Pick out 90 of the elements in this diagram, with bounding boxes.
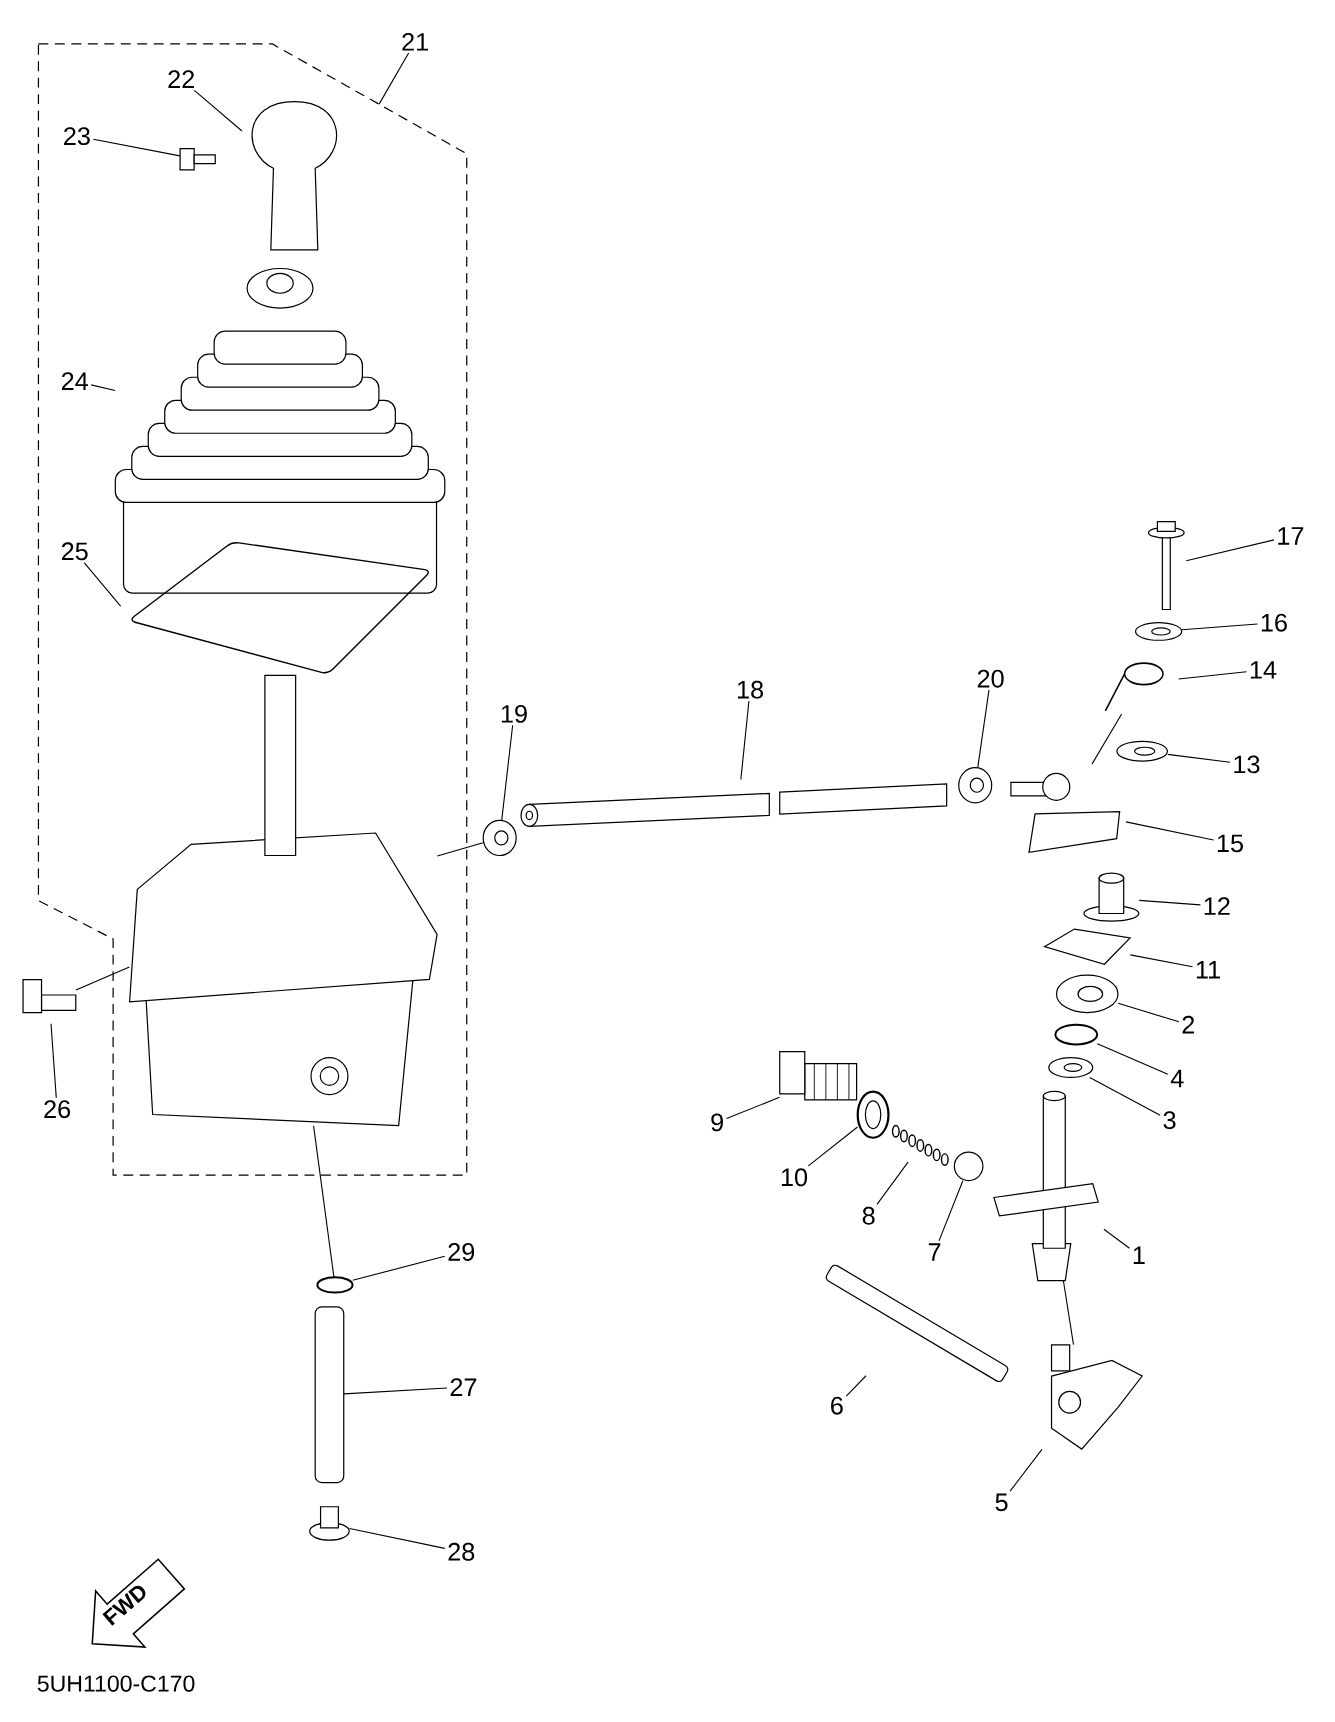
collar-drawing <box>482 819 517 857</box>
lever-drawing <box>1010 772 1121 853</box>
leader-line <box>1096 1043 1169 1075</box>
pin-drawing <box>314 1306 345 1484</box>
washer-drawing <box>1048 1057 1094 1078</box>
leader-line <box>90 384 116 391</box>
leader-line <box>1181 623 1258 631</box>
rubber-boot-drawing <box>114 267 446 594</box>
callout-number: 8 <box>862 1206 875 1225</box>
shift-fork-drawing <box>1050 1344 1143 1450</box>
leader-line <box>876 1161 909 1205</box>
clip-drawing <box>316 1276 354 1294</box>
callout-number: 1 <box>1133 1246 1145 1264</box>
callout-number: 10 <box>781 1168 807 1187</box>
leader-line <box>343 1387 448 1395</box>
callout-number: 17 <box>1278 527 1303 545</box>
spring-drawing <box>1104 662 1164 712</box>
callout-number: 12 <box>1204 897 1230 915</box>
leader-line <box>1185 539 1275 562</box>
leader-line <box>83 562 121 607</box>
leader-line <box>1129 954 1193 968</box>
leader-line <box>977 689 990 768</box>
callout-number: 20 <box>977 669 1004 688</box>
assembly-line <box>436 842 484 857</box>
assembly-line <box>1091 713 1122 765</box>
bolt-drawing <box>22 979 77 1014</box>
leader-line <box>500 724 513 821</box>
rod-drawing <box>825 1264 1009 1383</box>
callout-number: 22 <box>168 70 194 88</box>
washer-drawing <box>1134 622 1183 641</box>
callout-number: 13 <box>1234 755 1260 774</box>
leader-line <box>1125 821 1214 841</box>
callout-number: 29 <box>448 1243 474 1261</box>
callout-number: 19 <box>501 704 527 723</box>
leader-line <box>1166 753 1231 763</box>
callout-number: 25 <box>61 542 88 561</box>
callout-number: 18 <box>737 680 763 699</box>
plug-drawing <box>778 1050 857 1101</box>
shifter-housing-drawing <box>128 674 438 1127</box>
callout-number: 4 <box>1170 1069 1184 1088</box>
washer-drawing <box>1055 974 1119 1014</box>
circlip-drawing <box>1054 1023 1098 1046</box>
washer-drawing <box>1116 740 1168 762</box>
callout-number: 9 <box>711 1113 723 1132</box>
leader-line <box>1117 1002 1180 1023</box>
leader-line <box>740 700 750 781</box>
diagram-code: 5UH1100-C170 <box>37 1675 195 1692</box>
callout-number: 3 <box>1163 1111 1176 1130</box>
leader-line <box>352 1255 446 1281</box>
leader-line <box>1009 1448 1043 1492</box>
gasket-drawing <box>856 1090 890 1139</box>
callout-number: 7 <box>928 1243 941 1261</box>
leader-line <box>348 1527 446 1549</box>
leader-line <box>1103 1228 1130 1249</box>
callout-number: 27 <box>450 1378 476 1396</box>
callout-number: 16 <box>1261 613 1287 632</box>
bushing-drawing <box>1083 872 1140 922</box>
leader-line <box>1177 671 1247 680</box>
leader-line <box>938 1180 964 1242</box>
gasket-drawing <box>131 542 429 674</box>
assembly-line <box>75 966 130 991</box>
callout-number: 15 <box>1217 834 1243 853</box>
callout-number: 24 <box>61 372 88 390</box>
callout-number: 6 <box>830 1396 843 1415</box>
leader-line <box>92 138 181 157</box>
bolt-drawing <box>1147 521 1185 611</box>
leader-line <box>807 1126 858 1167</box>
leader-line <box>50 1023 57 1099</box>
screw-drawing <box>179 148 216 171</box>
callout-number: 26 <box>44 1100 70 1119</box>
callout-number: 14 <box>1250 661 1277 679</box>
leader-line <box>193 89 243 132</box>
knob-drawing <box>251 101 337 251</box>
callout-number: 23 <box>63 127 90 146</box>
leader-line <box>378 52 409 105</box>
leader-line <box>1138 899 1201 906</box>
callout-number: 2 <box>1182 1015 1194 1034</box>
callout-number: 5 <box>995 1493 1008 1512</box>
callout-number: 21 <box>402 32 428 51</box>
callout-number: 28 <box>448 1542 474 1561</box>
leader-line <box>1088 1077 1161 1116</box>
assembly-line <box>312 1125 335 1278</box>
cap-drawing <box>308 1506 350 1541</box>
collar-drawing <box>957 767 993 804</box>
callout-number: 11 <box>1196 961 1220 979</box>
leader-line <box>725 1096 780 1120</box>
spring-drawing <box>891 1124 949 1167</box>
ball-drawing <box>953 1151 984 1182</box>
assembly-line <box>1062 1280 1074 1346</box>
leader-line <box>845 1375 867 1397</box>
